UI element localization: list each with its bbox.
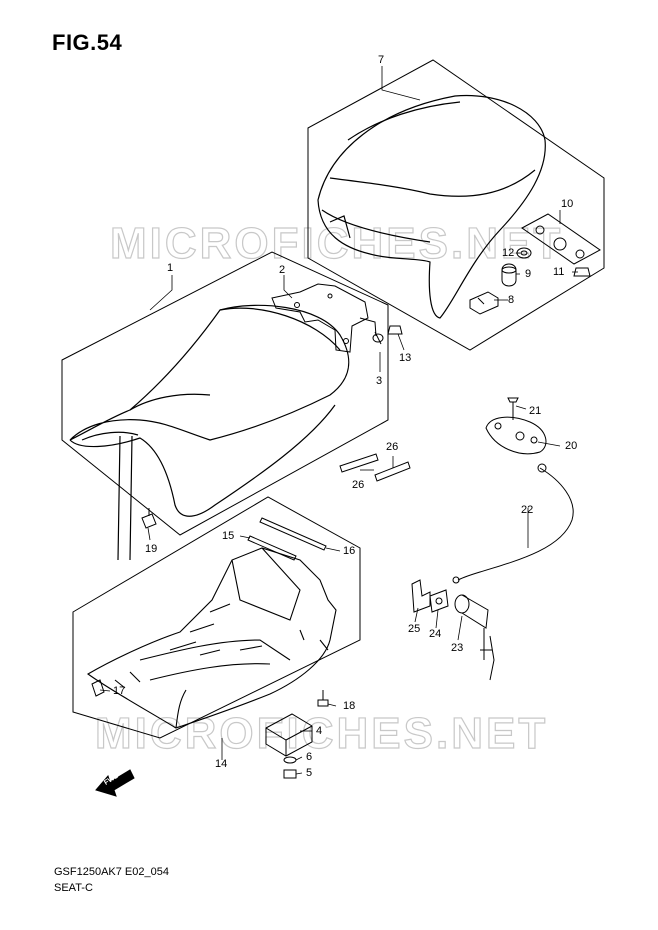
callout-18: 18 (343, 700, 356, 712)
section-name: SEAT-C (54, 882, 93, 894)
bracket-25 (411, 579, 431, 613)
callout-15: 15 (222, 530, 235, 542)
callout-2: 2 (279, 264, 286, 276)
callout-19: 19 (145, 543, 158, 555)
strap-15 (247, 535, 297, 561)
callout-1: 1 (167, 262, 174, 274)
callout-7: 7 (378, 54, 385, 66)
fwd-arrow-icon (95, 769, 135, 797)
callout-6: 6 (306, 751, 313, 763)
lock-cylinder-23 (454, 594, 495, 681)
cover-24 (429, 589, 449, 613)
release-cable-22 (452, 463, 574, 584)
callout-3: 3 (376, 375, 383, 387)
rider-seat (69, 304, 350, 561)
bolt-5 (283, 769, 297, 779)
plate-10 (521, 213, 601, 265)
callout-9: 9 (525, 268, 532, 280)
callout-20: 20 (565, 440, 578, 452)
callout-10: 10 (561, 198, 574, 210)
callout-21: 21 (529, 405, 542, 417)
pad-26-lower (374, 461, 411, 482)
callout-23: 23 (451, 642, 464, 654)
pillion-seat-group-box (307, 59, 605, 351)
model-code: GSF1250AK7 E02_054 (54, 866, 169, 878)
callout-25: 25 (408, 623, 421, 635)
pillion-seat (317, 94, 546, 319)
callout-16: 16 (343, 545, 356, 557)
callout-8: 8 (508, 294, 515, 306)
cushion-9 (501, 263, 517, 287)
callout-5: 5 (306, 767, 313, 779)
callout-17: 17 (113, 685, 126, 697)
rider-seat-group-box (61, 251, 389, 536)
seat-tray-group-box (72, 496, 361, 739)
bolt-3 (372, 331, 384, 345)
callout-24: 24 (429, 628, 442, 640)
seat-tray (86, 547, 337, 729)
screw-21 (507, 397, 519, 420)
callout-4: 4 (316, 725, 323, 737)
figure-title: FIG.54 (52, 30, 123, 55)
callout-11: 11 (553, 266, 565, 278)
cushion-8 (469, 291, 499, 315)
callout-26-upper: 26 (386, 441, 399, 453)
seat-bracket (271, 283, 377, 353)
callout-14: 14 (215, 758, 228, 770)
bolt-19 (141, 508, 157, 529)
callout-22: 22 (521, 504, 534, 516)
nut-13 (387, 325, 403, 335)
clip-17 (91, 679, 105, 697)
callout-26-lower: 26 (352, 479, 365, 491)
bolt-18 (317, 690, 329, 707)
nut-11 (573, 267, 591, 277)
callout-12: 12 (502, 247, 515, 259)
watermark-top: MICROFICHES.NET (110, 219, 563, 268)
pad-26-upper (339, 453, 379, 473)
callout-13: 13 (399, 352, 412, 364)
leader-lines (99, 66, 578, 775)
seat-lock-20 (485, 416, 547, 455)
strap-16 (259, 517, 327, 551)
